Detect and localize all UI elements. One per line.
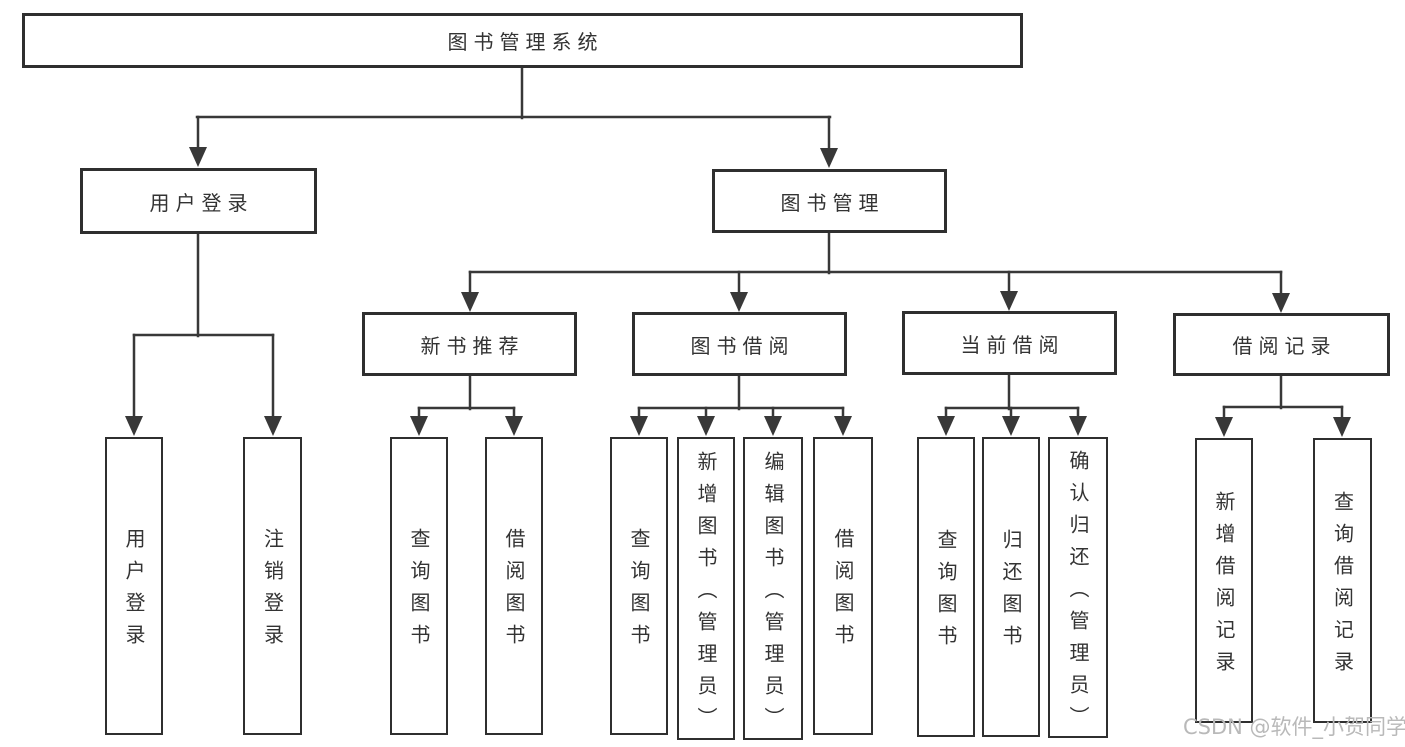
node-label: 归还图书 [999,529,1023,657]
leaf-borrow-books-2: 借阅图书 [813,437,873,735]
node-label: 查询图书 [407,528,431,656]
node-label: 图书管理系统 [447,30,604,54]
connector-current-borrow-to-leaves [937,373,1087,436]
node-label: 注销登录 [260,528,285,656]
leaf-confirm-return-admin: 确认归还（管理员） [1048,437,1108,738]
leaf-logout: 注销登录 [243,437,302,735]
arrow-down-icon [1000,291,1018,311]
node-new-book-recommend: 新书推荐 [362,312,577,376]
node-label: 借阅记录 [1232,334,1337,358]
arrow-down-icon [630,416,648,436]
leaf-query-books-1: 查询图书 [390,437,448,735]
node-book-borrow: 图书借阅 [632,312,847,376]
leaf-user-login: 用户登录 [105,437,163,735]
leaf-borrow-books-1: 借阅图书 [485,437,543,735]
node-label: 当前借阅 [960,332,1065,357]
node-book-management: 图书管理 [712,169,947,233]
connector-root-to-level1 [189,66,838,168]
arrow-down-icon [264,416,282,436]
leaf-edit-book-admin: 编辑图书（管理员） [743,437,803,740]
leaf-query-books-2: 查询图书 [610,437,668,735]
leaf-query-books-3: 查询图书 [917,437,975,737]
leaf-return-book: 归还图书 [982,437,1040,737]
connector-book-mgmt-to-level2 [461,231,1290,313]
arrow-down-icon [820,148,838,168]
arrow-down-icon [730,292,748,312]
arrow-down-icon [1272,293,1290,313]
arrow-down-icon [834,416,852,436]
arrow-down-icon [505,416,523,436]
connector-user-login-to-leaves [125,232,282,436]
connector-book-borrow-to-leaves [630,374,852,436]
node-label: 编辑图书（管理员） [761,450,785,739]
node-label: 新书推荐 [420,333,525,358]
arrow-down-icon [461,292,479,312]
arrow-down-icon [410,416,428,436]
node-label: 借阅图书 [502,528,526,656]
arrow-down-icon [1002,416,1020,436]
node-library-system: 图书管理系统 [22,13,1023,68]
arrow-down-icon [1333,417,1351,437]
node-label: 查询图书 [934,529,958,657]
arrow-down-icon [937,416,955,436]
leaf-add-borrow-record: 新增借阅记录 [1195,438,1253,723]
node-label: 图书借阅 [690,333,795,358]
arrow-down-icon [1215,417,1233,437]
node-current-borrow: 当前借阅 [902,311,1117,375]
node-label: 用户登录 [122,528,146,656]
leaf-add-book-admin: 新增图书（管理员） [677,437,735,740]
node-label: 借阅图书 [831,528,855,656]
node-borrow-records: 借阅记录 [1173,313,1390,376]
node-label: 用户登录 [149,190,254,215]
arrow-down-icon [189,147,207,167]
arrow-down-icon [764,416,782,436]
node-label: 确认归还（管理员） [1066,449,1090,738]
leaf-query-borrow-record: 查询借阅记录 [1313,438,1372,723]
arrow-down-icon [697,416,715,436]
node-user-login: 用户登录 [80,168,317,234]
arrow-down-icon [125,416,143,436]
node-label: 查询图书 [627,528,651,656]
node-label: 查询借阅记录 [1330,490,1355,683]
connector-borrow-records-to-leaves [1215,374,1351,437]
arrow-down-icon [1069,416,1087,436]
connector-new-books-to-leaves [410,374,523,436]
node-label: 新增图书（管理员） [694,450,718,739]
node-label: 图书管理 [780,190,885,215]
csdn-watermark: CSDN @软件_小贺同学 [1183,715,1405,739]
node-label: 新增借阅记录 [1212,490,1236,683]
